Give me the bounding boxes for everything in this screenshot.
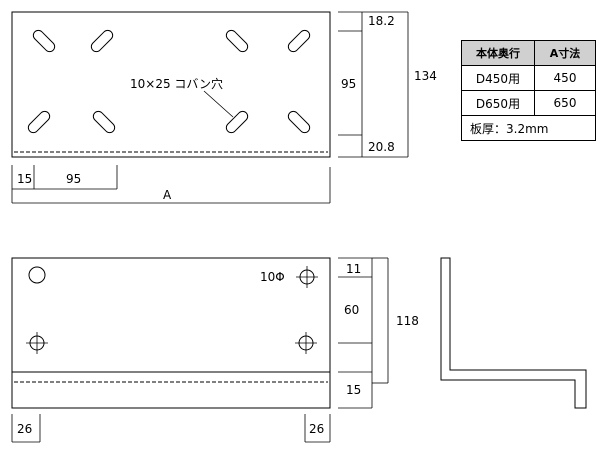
slot-hole <box>287 29 311 53</box>
thickness-note: 板厚：3.2mm <box>461 115 596 141</box>
top-view: 10×25 コバン穴 18.2 95 20.8 134 15 95 A <box>11 11 437 204</box>
slot-hole <box>27 110 51 134</box>
dim-15-front: 15 <box>346 383 361 397</box>
slot-hole <box>225 110 249 134</box>
dim-15: 15 <box>17 172 32 186</box>
row-a: 450 <box>534 65 596 91</box>
dim-60: 60 <box>344 303 359 317</box>
dim-26-right: 26 <box>309 422 324 436</box>
dim-11: 11 <box>346 262 361 276</box>
slot-hole-group <box>27 29 311 134</box>
dim-95-vertical: 95 <box>341 77 356 91</box>
dim-26-left: 26 <box>17 422 32 436</box>
dim-a: A <box>163 188 172 202</box>
dim-118: 118 <box>396 314 419 328</box>
header-a-dimension: A寸法 <box>534 40 596 66</box>
header-depth: 本体奥行 <box>461 40 535 66</box>
dim-20-8: 20.8 <box>368 140 395 154</box>
dim-18-2: 18.2 <box>368 14 395 28</box>
row-a: 650 <box>534 90 596 116</box>
round-hole <box>296 266 318 288</box>
slot-hole-callout: 10×25 コバン穴 <box>130 76 223 91</box>
spec-table: 本体奥行 A寸法 D450用 450 D650用 650 板厚：3.2mm <box>461 40 596 141</box>
front-plate-outline <box>11 257 331 409</box>
table-row: 板厚：3.2mm <box>461 115 596 141</box>
slot-hole <box>90 29 114 53</box>
table-row: D450用 450 <box>461 65 596 91</box>
spec-table-header: 本体奥行 A寸法 <box>461 40 596 66</box>
table-row: D650用 650 <box>461 90 596 116</box>
dim-134: 134 <box>414 69 437 83</box>
round-hole <box>26 332 48 354</box>
slot-hole <box>225 29 249 53</box>
round-hole-callout: 10Φ <box>260 270 285 284</box>
row-depth: D450用 <box>461 65 535 91</box>
slot-leader-line <box>203 90 234 118</box>
slot-hole <box>287 110 311 134</box>
small-hole <box>28 266 46 284</box>
slot-hole <box>32 29 56 53</box>
dim-95-horizontal: 95 <box>66 172 81 186</box>
round-hole <box>295 332 317 354</box>
slot-hole <box>92 110 116 134</box>
side-profile <box>440 257 587 409</box>
front-view: 10Φ 11 60 15 118 26 26 <box>11 257 419 443</box>
row-depth: D650用 <box>461 90 535 116</box>
